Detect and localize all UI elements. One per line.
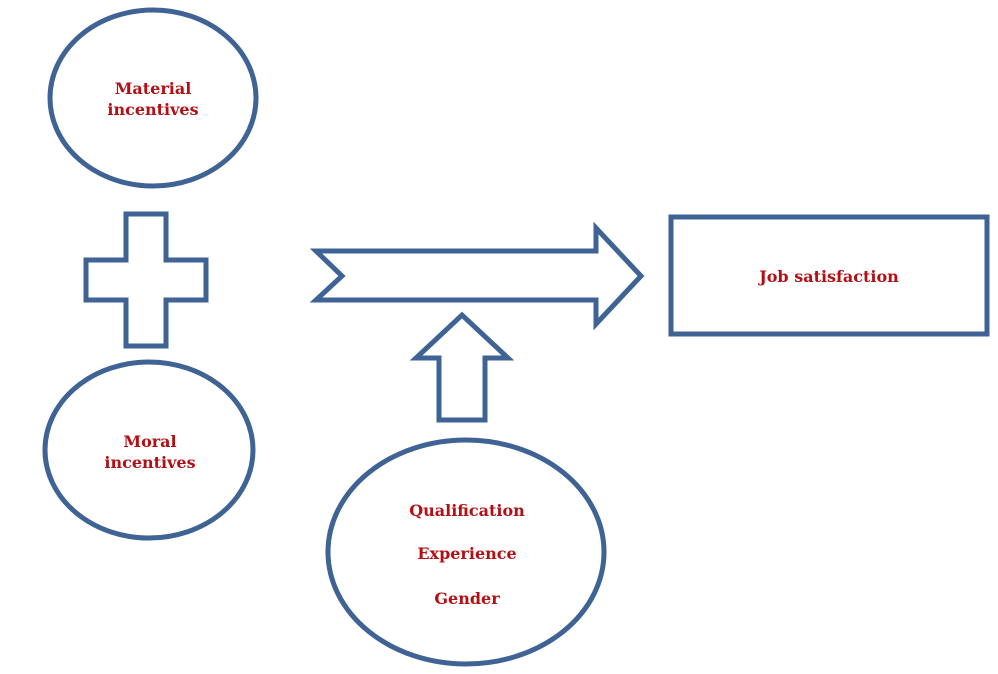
job-satisfaction-label: Job satisfaction xyxy=(759,267,899,286)
moral-incentives-node xyxy=(42,359,256,541)
main-right-arrow xyxy=(309,221,645,331)
moral-incentives-label: Moral incentives xyxy=(104,432,196,472)
plus-icon xyxy=(83,211,209,349)
experience-label: Experience xyxy=(417,544,517,563)
material-incentives-label: Material incentives xyxy=(107,79,199,119)
job-satisfaction-node xyxy=(668,214,990,337)
gender-label: Gender xyxy=(434,589,500,608)
qualification-label: Qualification xyxy=(409,501,525,520)
moderators-node xyxy=(325,437,607,667)
up-arrow xyxy=(409,311,515,423)
material-incentives-node xyxy=(47,7,259,189)
